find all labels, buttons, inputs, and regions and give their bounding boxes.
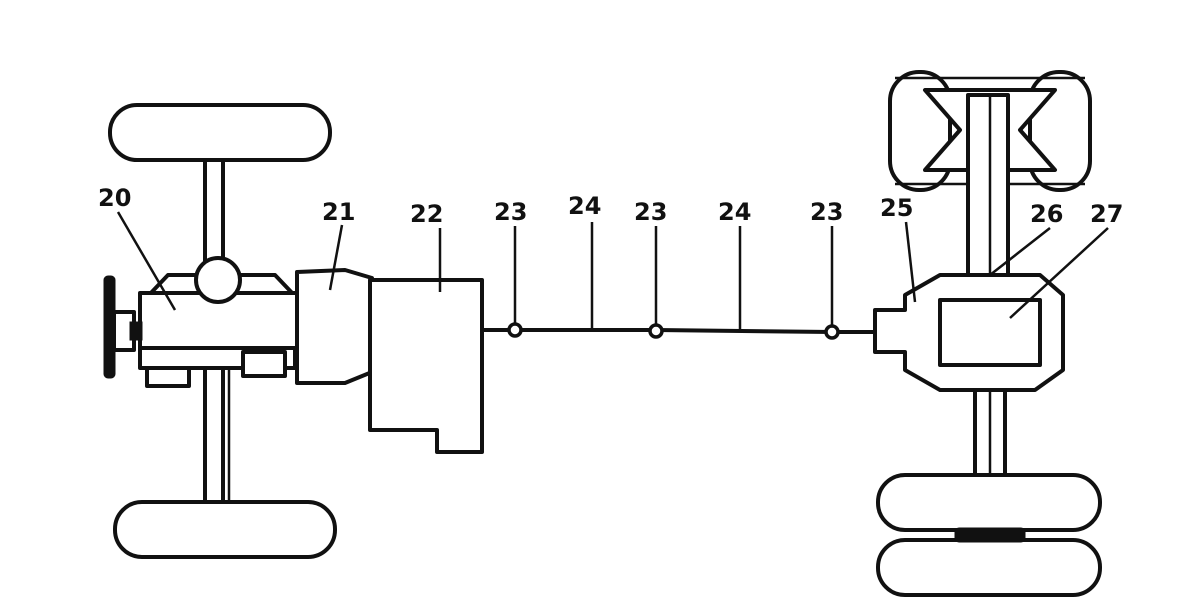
engine-top-dome xyxy=(194,256,242,304)
leader-differential xyxy=(1009,227,1109,319)
leader-engine xyxy=(116,211,177,311)
rear-axle-tube-upper xyxy=(966,93,1010,282)
front-axle xyxy=(108,103,337,559)
engine xyxy=(103,256,302,388)
front-axle-beam-lower xyxy=(203,358,225,512)
clutch-housing xyxy=(295,268,374,385)
front-right-wheel xyxy=(113,500,337,559)
label-clutch: 21 xyxy=(322,198,355,226)
universal-joint-front xyxy=(507,322,523,338)
engine-sump-left xyxy=(145,366,191,388)
engine-sump-right xyxy=(241,350,287,378)
label-differential: 27 xyxy=(1090,200,1123,228)
label-joint-middle: 23 xyxy=(634,198,667,226)
label-gearbox: 22 xyxy=(410,200,443,228)
gearbox-housing xyxy=(368,278,484,454)
label-engine: 20 xyxy=(98,184,131,212)
shaft-segment-rear xyxy=(655,328,833,334)
rear-right-outer-wheel xyxy=(876,538,1102,597)
universal-joint-middle xyxy=(648,323,664,339)
rear-right-hub xyxy=(954,527,1026,543)
label-final-drive: 25 xyxy=(880,194,913,222)
front-left-wheel xyxy=(108,103,332,162)
rear-right-inner-wheel xyxy=(876,473,1102,532)
label-shaft-front: 24 xyxy=(568,192,601,220)
label-differential-housing: 26 xyxy=(1030,200,1063,228)
differential-box xyxy=(938,298,1042,367)
leader-differential-housing xyxy=(989,227,1051,276)
rear-axle xyxy=(873,70,1102,597)
label-joint-front: 23 xyxy=(494,198,527,226)
callout-leaders xyxy=(116,211,1109,330)
propeller-shaft xyxy=(482,322,876,340)
callout-labels: 20 21 22 23 24 23 24 23 25 26 27 xyxy=(98,184,1123,228)
label-joint-rear: 23 xyxy=(810,198,843,226)
leader-clutch xyxy=(328,224,344,291)
label-shaft-rear: 24 xyxy=(718,198,751,226)
leader-final-drive xyxy=(904,221,917,303)
engine-pulley-hub xyxy=(129,321,143,341)
universal-joint-rear xyxy=(824,324,840,340)
